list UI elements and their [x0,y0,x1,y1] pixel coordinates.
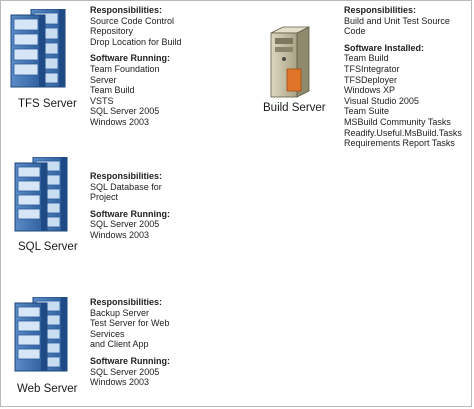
web-server-details: Responsibilities: Backup Server Test Ser… [90,297,170,388]
build-software-item: Windows XP [344,85,396,96]
build-software-item: Team Build [344,53,389,64]
build-software-item: Requirements Report Tasks [344,138,455,149]
tfs-software-item: VSTS [90,95,114,106]
sql-responsibilities-heading: Responsibilities: [90,171,163,181]
tfs-responsibility-item: Drop Location for Build [90,36,182,47]
build-responsibilities-heading: Responsibilities: [344,5,417,15]
build-software-item: TFSDeployer [344,74,398,85]
sql-responsibility-item: SQL Database for [90,181,162,192]
sql-software-item: Windows 2003 [90,229,150,240]
tfs-software-item: Team Build [90,85,135,96]
web-server-rack-icon [13,297,73,373]
sql-software-item: SQL Server 2005 [90,219,160,230]
build-software-item: Team Suite [344,106,390,117]
web-responsibility-item: Services [90,328,125,339]
tfs-software-item: Windows 2003 [90,116,150,127]
tfs-responsibilities-heading: Responsibilities: [90,5,163,15]
web-responsibility-item: Backup Server [90,307,150,318]
web-responsibilities-heading: Responsibilities: [90,297,163,307]
sql-server-rack-icon [13,157,73,233]
sql-software-heading: Software Running: [90,208,170,219]
tfs-responsibility-item: Repository [90,26,134,37]
web-responsibility-item: Test Server for Web [90,318,170,329]
sql-server-label: SQL Server [18,241,78,253]
web-server-label: Web Server [17,383,78,395]
tfs-software-item: SQL Server 2005 [90,106,160,117]
build-server-label: Build Server [263,102,326,114]
tfs-software-item: Team Foundation [90,63,160,74]
tfs-server-rack-icon [9,9,71,89]
build-responsibility-item: Code [344,26,366,37]
sql-responsibility-item: Project [90,192,119,203]
tfs-software-item: Server [90,74,117,85]
build-responsibility-item: Build and Unit Test Source [344,15,450,26]
tfs-server-label: TFS Server [18,98,77,110]
web-software-item: Windows 2003 [90,377,150,388]
web-responsibility-item: and Client App [90,339,149,350]
tfs-server-details: Responsibilities: Source Code Control Re… [90,5,182,128]
build-software-item: Readify.Useful.MsBuild.Tasks [344,127,462,138]
tfs-responsibility-item: Source Code Control [90,15,175,26]
sql-server-details: Responsibilities: SQL Database for Proje… [90,171,170,241]
build-software-heading: Software Installed: [344,42,425,53]
web-software-heading: Software Running: [90,355,170,366]
web-software-item: SQL Server 2005 [90,366,160,377]
build-server-details: Responsibilities: Build and Unit Test So… [344,5,462,149]
build-software-item: TFSIntegrator [344,63,400,74]
build-software-item: MSBuild Community Tasks [344,116,451,127]
build-software-item: Visual Studio 2005 [344,95,419,106]
tfs-software-heading: Software Running: [90,53,170,64]
build-server-tower-icon [267,25,313,99]
